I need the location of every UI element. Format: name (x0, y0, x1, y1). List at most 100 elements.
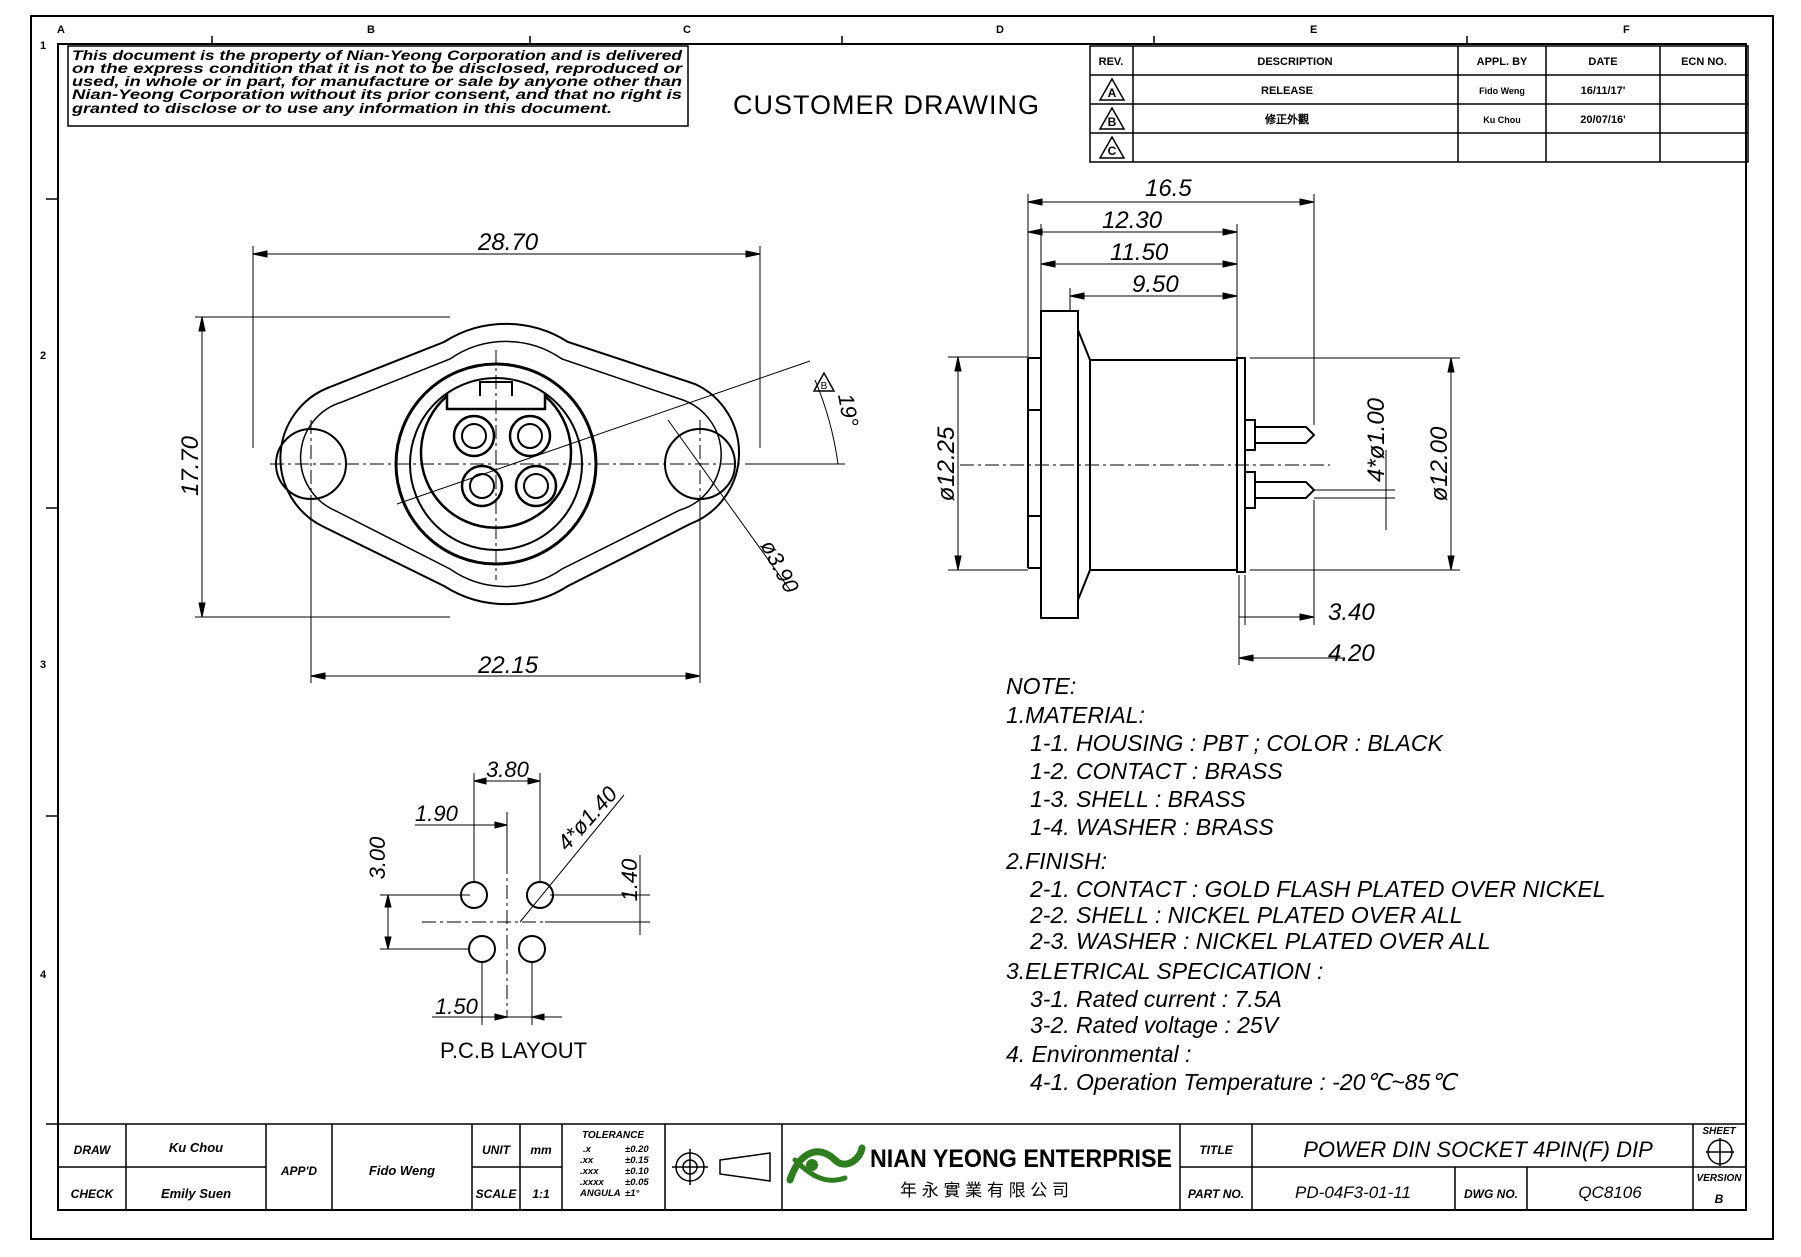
rev-b-appl-by: Ku Chou (1483, 115, 1521, 125)
unit-label: UNIT (482, 1143, 512, 1157)
rev-header-description: DESCRIPTION (1257, 56, 1332, 68)
dim-width: 28.70 (477, 229, 539, 256)
header-title: CUSTOMER DRAWING (733, 90, 1040, 120)
dim-angle: 19° (833, 392, 863, 429)
contact-hole-2 (508, 414, 552, 458)
rev-a-description: RELEASE (1261, 85, 1313, 97)
dwg-no-label: DWG NO. (1464, 1187, 1518, 1201)
grid-col-d: D (996, 24, 1004, 36)
title-block (57, 1123, 1747, 1211)
company-logo (786, 1144, 866, 1184)
revision-table (1089, 45, 1749, 163)
pcb-hole-3 (468, 935, 496, 963)
pcb-dimensions (380, 773, 650, 1025)
front-rev-marker-triangle (812, 371, 836, 392)
grid-ticks (46, 36, 1468, 1125)
tol-val-1: ±0.20 (625, 1144, 649, 1155)
tol-val-5: ±1° (625, 1188, 639, 1199)
rev-header-rev: REV. (1099, 56, 1124, 68)
scale-value: 1:1 (532, 1187, 550, 1201)
contact-hole-3 (460, 464, 504, 508)
side-dimensions (948, 194, 1460, 665)
version-label: VERSION (1696, 1173, 1742, 1184)
tol-key-3: .xxx (580, 1166, 599, 1177)
grid-row-3: 3 (40, 659, 46, 671)
rev-header-ecn: ECN NO. (1681, 56, 1727, 68)
projection-symbol (672, 1149, 771, 1185)
dim-height: 17.70 (177, 435, 204, 496)
rev-b-description: 修正外觀 (1264, 112, 1309, 126)
pcb-dim-1-40: 1.40 (617, 858, 642, 902)
tol-key-4: .xxxx (580, 1177, 604, 1188)
contact-hole-1 (452, 414, 496, 458)
dim-pin-3-40: 3.40 (1328, 599, 1375, 626)
tol-key-1: .x (583, 1144, 592, 1155)
sheet-icon (1706, 1138, 1734, 1166)
pcb-dim-3-00: 3.00 (365, 836, 390, 880)
part-no-label: PART NO. (1188, 1187, 1244, 1201)
grid-row-1: 1 (40, 40, 46, 52)
note-line-6: 2.FINISH: (1005, 848, 1107, 874)
front-centerlines (270, 350, 740, 580)
rev-header-date: DATE (1588, 56, 1617, 68)
scale-label: SCALE (476, 1187, 518, 1201)
draw-label: DRAW (74, 1143, 112, 1157)
part-no-value: PD-04F3-01-11 (1295, 1183, 1411, 1202)
draw-value: Ku Chou (169, 1140, 223, 1155)
note-line-4: 1-3. SHELL : BRASS (1030, 786, 1246, 812)
unit-value: mm (530, 1143, 552, 1157)
note-line-14: 4-1. Operation Temperature : -20℃~85℃ (1030, 1069, 1459, 1095)
appd-label: APP'D (280, 1164, 318, 1178)
pin-1 (1255, 426, 1316, 444)
note-line-11: 3-1. Rated current : 7.5A (1030, 986, 1282, 1012)
dim-9-50: 9.50 (1132, 271, 1179, 298)
rev-a-date: 16/11/17' (1581, 85, 1626, 97)
dim-flange-dia: ø12.25 (933, 426, 960, 501)
note-line-2: 1-1. HOUSING : PBT ; COLOR : BLACK (1030, 730, 1444, 756)
pcb-dim-1-90: 1.90 (415, 801, 459, 826)
dim-hole-spacing: 22.15 (477, 652, 539, 679)
dwg-no-value: QC8106 (1578, 1183, 1642, 1202)
grid-row-2: 2 (40, 350, 46, 362)
check-label: CHECK (71, 1187, 115, 1201)
tolerance-label: TOLERANCE (582, 1130, 644, 1141)
grid-col-e: E (1310, 24, 1317, 36)
tol-key-5: ANGULA (579, 1188, 621, 1199)
note-line-8: 2-2. SHELL : NICKEL PLATED OVER ALL (1029, 902, 1463, 928)
note-line-9: 2-3. WASHER : NICKEL PLATED OVER ALL (1029, 928, 1491, 954)
company-chinese: 年 永 實 業 有 限 公 司 (900, 1181, 1069, 1200)
tol-val-2: ±0.15 (625, 1155, 649, 1166)
tol-val-3: ±0.10 (625, 1166, 649, 1177)
notice-line-5: granted to disclose or to use any inform… (71, 101, 612, 116)
pin-2 (1255, 481, 1316, 499)
note-line-5: 1-4. WASHER : BRASS (1030, 814, 1274, 840)
rev-b-marker: B (1108, 115, 1117, 129)
grid-row-4: 4 (40, 969, 47, 981)
outer-frame (30, 15, 1774, 1240)
note-line-1: 1.MATERIAL: (1006, 702, 1145, 728)
grid-col-a: A (57, 24, 65, 36)
grid-col-b: B (367, 24, 375, 36)
dim-12-30: 12.30 (1102, 207, 1163, 234)
pcb-dim-1-50: 1.50 (435, 994, 479, 1019)
company-name: NIAN YEONG ENTERPRISE (870, 1145, 1172, 1173)
dim-11-50: 11.50 (1110, 239, 1169, 266)
dim-body-dia: ø12.00 (1426, 426, 1453, 501)
tol-val-4: ±0.05 (625, 1177, 649, 1188)
note-line-7: 2-1. CONTACT : GOLD FLASH PLATED OVER NI… (1029, 876, 1606, 902)
socket-insert (419, 393, 573, 529)
drawing-title: POWER DIN SOCKET 4PIN(F) DIP (1303, 1137, 1653, 1162)
title-label: TITLE (1199, 1143, 1233, 1157)
front-rev-marker: B (821, 381, 828, 392)
dim-pin-4-20: 4.20 (1328, 640, 1375, 667)
dim-overall: 16.5 (1145, 175, 1192, 202)
flange-outline (279, 322, 741, 606)
notes: NOTE: 1.MATERIAL: 1-1. HOUSING : PBT ; C… (1005, 673, 1606, 1095)
grid-col-f: F (1623, 24, 1630, 36)
front-dimensions (195, 246, 845, 683)
pcb-dim-3-80: 3.80 (486, 757, 530, 782)
note-line-10: 3.ELETRICAL SPECICATION : (1006, 958, 1323, 984)
grid-col-c: C (683, 24, 691, 36)
rev-header-appl-by: APPL. BY (1477, 56, 1528, 68)
